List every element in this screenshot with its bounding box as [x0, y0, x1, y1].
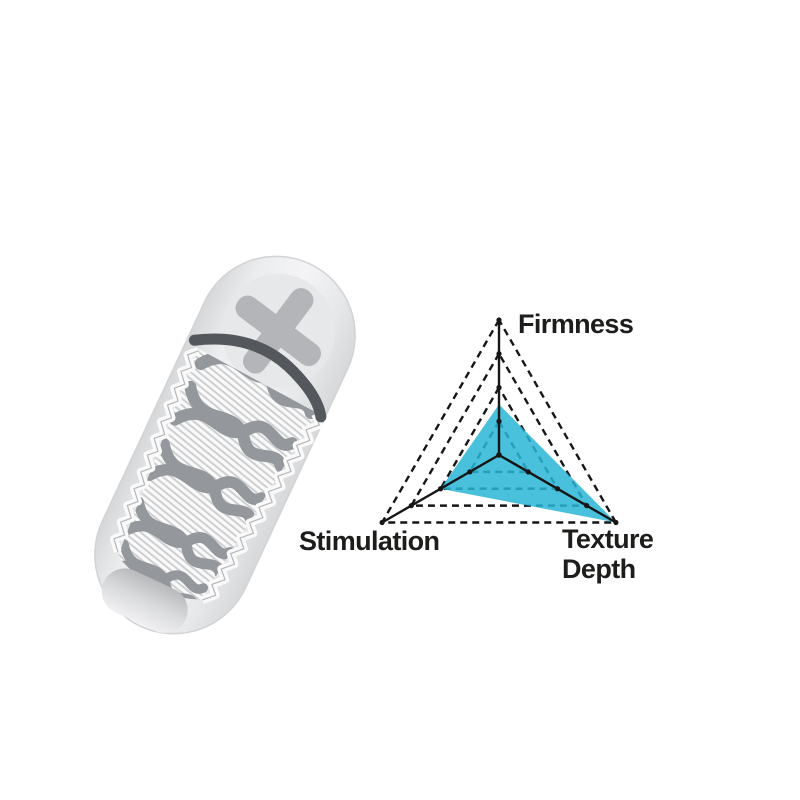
axis-tick-dot [437, 486, 444, 492]
radar-chart [379, 317, 619, 526]
axis-tick-dot [379, 519, 385, 526]
axis-tick-dot [408, 503, 414, 509]
axis-tick-dot [584, 503, 590, 509]
texture-serrated-left-edge [109, 347, 200, 553]
radar-label-stimulation: Stimulation [299, 526, 440, 556]
radar-label-texture-line2: Depth [562, 554, 636, 585]
product-illustration [92, 255, 356, 635]
axis-tick-dot [496, 384, 502, 391]
capsule-rim [188, 333, 327, 423]
axis-tick-dot [613, 519, 619, 526]
grid-triangle-level-3 [409, 351, 589, 507]
radar-center-dot [496, 452, 502, 458]
grid-triangle-level-4 [380, 317, 618, 524]
axis-tick-dot [467, 469, 473, 475]
axis-tick-dot [496, 418, 502, 424]
radar-label-texture-line1: Texture [562, 524, 654, 554]
axis-tick-dot [525, 469, 531, 475]
capsule-bottom-dimple [101, 568, 188, 633]
radar-label-firmness: Firmness [518, 309, 634, 339]
texture-serrated-right-edge [201, 412, 324, 604]
radar-value-area [440, 404, 616, 523]
capsule-texture-cutaway [92, 347, 324, 623]
axis-tick-dot [496, 351, 502, 357]
axis-tick-dot [554, 486, 561, 492]
radar-label-texture-depth: Texture Depth [562, 524, 654, 585]
axis-tick-dot [496, 317, 502, 323]
